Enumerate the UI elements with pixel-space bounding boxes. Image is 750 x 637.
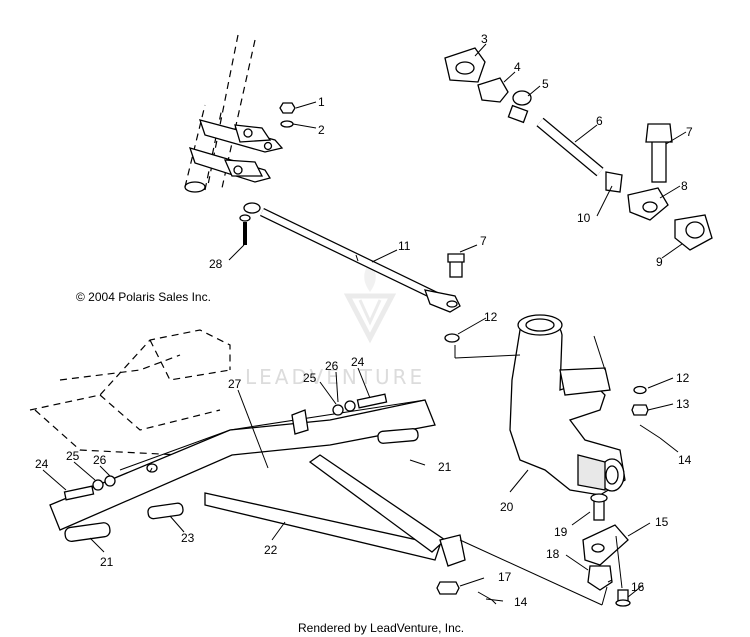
callout-10: 10 xyxy=(577,211,591,225)
steering-post-assembly xyxy=(184,34,296,193)
callout-5: 5 xyxy=(542,77,549,91)
callout-9: 9 xyxy=(656,255,663,269)
watermark-text: LEADVENTURE xyxy=(245,365,425,389)
adjuster-sleeve-assembly xyxy=(444,47,713,251)
callout-25-right: 25 xyxy=(303,371,317,385)
callout-12-left: 12 xyxy=(484,310,498,324)
callout-4: 4 xyxy=(514,60,521,74)
callout-14-bottom: 14 xyxy=(514,595,528,609)
leader-lines xyxy=(42,43,687,606)
callout-19: 19 xyxy=(554,525,568,539)
callout-6: 6 xyxy=(596,114,603,128)
ball-joint-assembly xyxy=(582,493,631,607)
bolt-7-middle xyxy=(447,253,465,278)
callout-14-right: 14 xyxy=(678,453,692,467)
pivot-bolts xyxy=(63,393,388,501)
callout-25-left: 25 xyxy=(66,449,80,463)
tie-rod-assembly xyxy=(239,202,461,313)
callout-16: 16 xyxy=(631,580,645,594)
callout-28: 28 xyxy=(209,257,223,271)
spindle-knuckle xyxy=(509,314,626,496)
callout-21-right: 21 xyxy=(438,460,452,474)
callout-27: 27 xyxy=(228,377,242,391)
callout-24-left: 24 xyxy=(35,457,49,471)
nut-washer-right xyxy=(631,385,661,439)
callout-15: 15 xyxy=(655,515,669,529)
footer-text: Rendered by LeadVenture, Inc. xyxy=(298,621,464,635)
callout-26-left: 26 xyxy=(93,453,107,467)
callout-20: 20 xyxy=(500,500,514,514)
lower-hardware xyxy=(436,581,497,605)
callout-23: 23 xyxy=(181,531,195,545)
callout-11: 11 xyxy=(398,239,411,253)
callout-8: 8 xyxy=(681,179,688,193)
leadventure-watermark-logo xyxy=(343,262,397,344)
copyright-text: © 2004 Polaris Sales Inc. xyxy=(76,290,211,304)
callout-1: 1 xyxy=(318,95,325,109)
callout-2: 2 xyxy=(318,123,325,137)
callout-26-right: 26 xyxy=(325,359,339,373)
callout-3: 3 xyxy=(481,32,488,46)
callout-17: 17 xyxy=(498,570,512,584)
frame-outline xyxy=(29,329,231,456)
callout-24-right: 24 xyxy=(351,355,365,369)
callout-7-middle: 7 xyxy=(480,234,487,248)
callout-13: 13 xyxy=(676,397,690,411)
a-arm xyxy=(49,399,466,567)
callout-22: 22 xyxy=(264,543,278,557)
callout-7-top: 7 xyxy=(686,125,693,139)
callout-18: 18 xyxy=(546,547,560,561)
callout-21-left: 21 xyxy=(100,555,114,569)
callout-12-right: 12 xyxy=(676,371,690,385)
washer-12 xyxy=(444,333,460,343)
callout-numbers: 1 2 3 4 5 6 7 7 8 9 10 11 12 12 13 14 14… xyxy=(35,32,693,609)
